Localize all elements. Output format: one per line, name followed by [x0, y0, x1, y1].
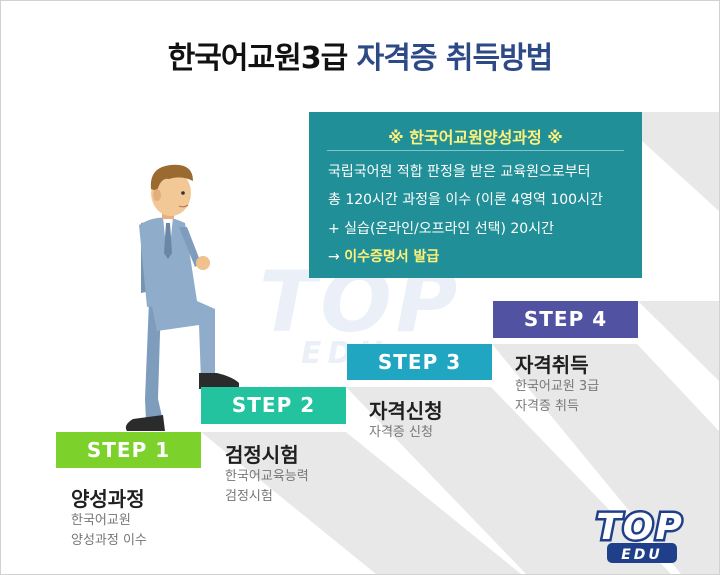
- logo-edu-bar: [607, 543, 677, 563]
- step-3-desc-line-1: 자격증 신청: [369, 425, 433, 440]
- walking-man-illustration: [125, 164, 239, 431]
- info-result-line: → 이수증명서 발급: [328, 247, 439, 267]
- step-2-desc-line-2: 검정시험: [225, 489, 273, 504]
- step-2-desc-line-1: 한국어교육능력: [225, 469, 309, 484]
- step-2-name: 검정시험: [225, 443, 299, 467]
- info-box: ※ 한국어교원양성과정 ※ 국립국어원 적합 판정을 받은 교육원으로부터 총 …: [309, 112, 642, 278]
- step-3-name: 자격신청: [369, 399, 443, 423]
- step-3-desc: 자격증 신청: [369, 423, 433, 443]
- step-2-badge: STEP 2: [201, 387, 346, 424]
- step-4-badge: STEP 4: [493, 301, 638, 338]
- arrow-icon: →: [328, 249, 340, 265]
- info-divider: [327, 150, 624, 151]
- title-part2: 자격증 취득방법: [356, 41, 554, 76]
- step-1-desc-line-1: 한국어교원: [71, 513, 131, 528]
- step-4-desc: 한국어교원 3급 자격증 취득: [515, 377, 599, 417]
- logo-top-text: TOP: [596, 507, 684, 548]
- page-title: 한국어교원3급 자격증 취득방법: [1, 33, 719, 77]
- step-1-name: 양성과정: [71, 487, 145, 511]
- step-4-desc-line-2: 자격증 취득: [515, 399, 579, 414]
- title-part1: 한국어교원3급: [167, 41, 348, 76]
- info-heading: ※ 한국어교원양성과정 ※: [388, 128, 563, 147]
- step-1-badge: STEP 1: [56, 432, 201, 468]
- step-4-desc-line-1: 한국어교원 3급: [515, 379, 600, 394]
- info-result: 이수증명서 발급: [344, 249, 440, 265]
- info-line-2: 총 120시간 과정을 이수 (이론 4영역 100시간: [328, 192, 603, 208]
- top-edu-watermark: TOP EDU: [259, 253, 457, 371]
- top-edu-logo-icon: EDU TOP: [594, 505, 684, 563]
- info-line-1: 국립국어원 적합 판정을 받은 교육원으로부터: [328, 164, 591, 180]
- stair-shadows: [201, 112, 719, 574]
- step-4-name: 자격취득: [515, 353, 589, 377]
- logo-edu-text: EDU: [621, 547, 663, 563]
- step-2-desc: 한국어교육능력 검정시험: [225, 467, 309, 507]
- info-line-3: + 실습(온라인/오프라인 선택) 20시간: [328, 221, 554, 237]
- step-1-desc: 한국어교원 양성과정 이수: [71, 511, 147, 551]
- step-3-badge: STEP 3: [347, 344, 492, 380]
- step-1-desc-line-2: 양성과정 이수: [71, 533, 147, 548]
